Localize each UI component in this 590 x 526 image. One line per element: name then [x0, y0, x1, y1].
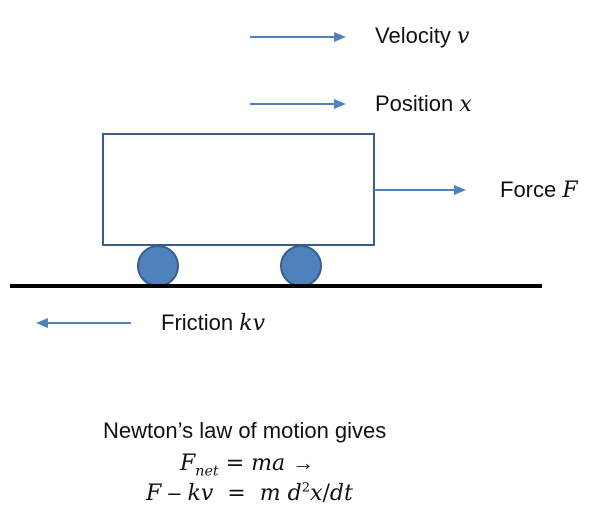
eq2-squared: 2 [301, 480, 311, 496]
equation-2: F – kv = m d2x/dt [146, 480, 353, 506]
force-label: Force F [500, 177, 578, 203]
eq2-m: m [259, 481, 281, 506]
position-label-text: Position [375, 91, 454, 116]
force-arrow [374, 185, 466, 195]
eq2-x: x [310, 481, 323, 506]
equation-1: Fnet = ma → [180, 450, 315, 480]
cart-wheel-right [280, 245, 322, 287]
position-label: Position x [375, 91, 472, 117]
eq2-slash: / [322, 481, 330, 506]
eq2-d: d [287, 481, 302, 506]
eq2-dt: dt [329, 481, 353, 506]
position-arrow [250, 99, 346, 109]
velocity-arrow [250, 32, 346, 42]
eq1-rhs: ma [251, 451, 286, 476]
cart-body [102, 133, 375, 246]
eq2-minus: – [168, 480, 181, 505]
friction-label: Friction kv [161, 310, 265, 336]
friction-arrow [36, 318, 131, 328]
friction-symbol: kv [239, 311, 266, 336]
velocity-symbol: v [456, 24, 470, 49]
eq2-kv: kv [187, 481, 214, 506]
eq2-equals: = [227, 481, 246, 506]
velocity-label-text: Velocity [375, 23, 451, 48]
eq2-F: F [146, 481, 162, 506]
force-symbol: F [562, 178, 578, 203]
eq1-arrow: → [292, 450, 315, 475]
friction-label-text: Friction [161, 310, 234, 335]
velocity-label: Velocity v [375, 23, 469, 49]
caption: Newton’s law of motion gives [103, 418, 387, 443]
eq1-equals: = [225, 451, 245, 476]
cart-wheel-left [137, 245, 179, 287]
eq1-lhs: F [180, 451, 196, 476]
force-label-text: Force [500, 177, 557, 202]
position-symbol: x [459, 92, 472, 117]
eq1-lhs-sub: net [195, 463, 219, 480]
